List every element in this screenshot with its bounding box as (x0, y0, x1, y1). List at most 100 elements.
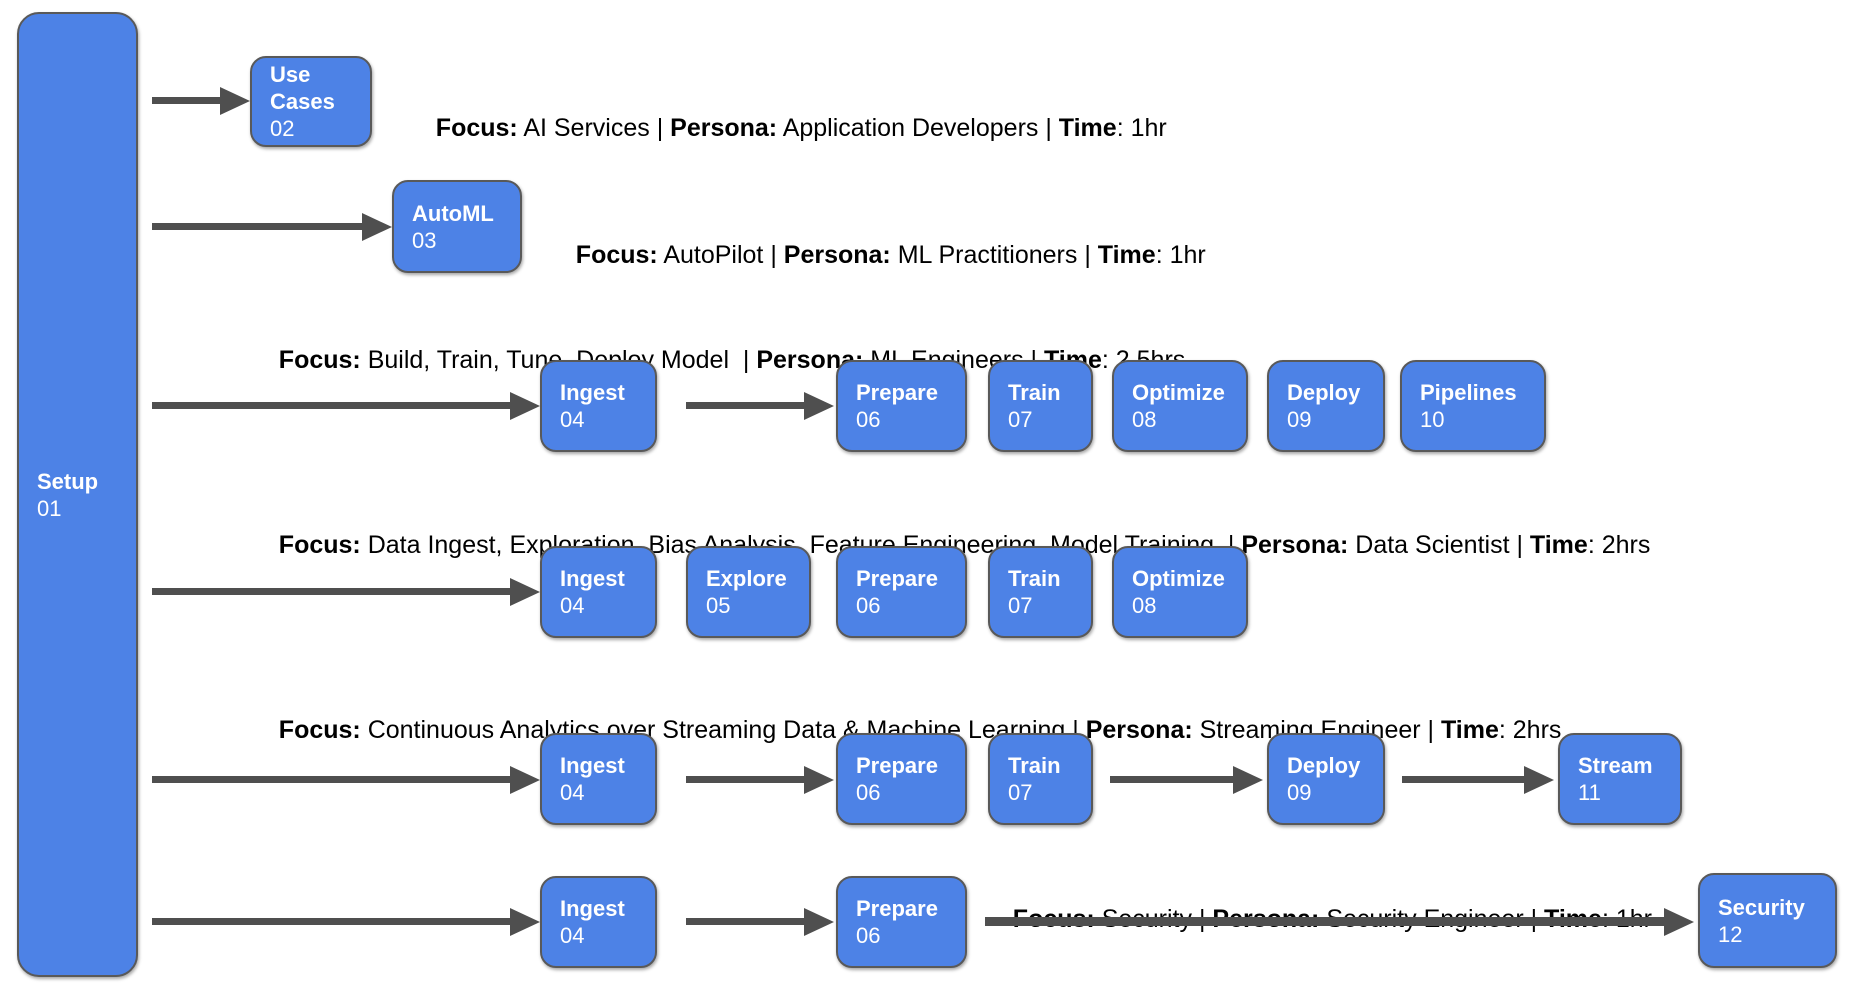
node-title: Explore (706, 566, 787, 591)
arrow-setup-to-r4-ingest (152, 588, 510, 595)
node-number: 05 (706, 593, 731, 618)
node-title: Optimize (1132, 566, 1225, 591)
node-number: 04 (560, 923, 585, 948)
node-r5-stream: Stream 11 (1558, 733, 1682, 825)
arrow-setup-to-r5-ingest (152, 776, 510, 783)
node-number: 08 (1132, 407, 1157, 432)
node-r5-train: Train 07 (988, 733, 1093, 825)
time-label: Time (1097, 241, 1156, 269)
node-number: 09 (1287, 407, 1312, 432)
persona-value: Data Scientist | (1348, 531, 1530, 559)
node-title: Deploy (1287, 753, 1361, 778)
arrow-setup-to-r3-ingest (152, 402, 510, 409)
node-setup: Setup 01 (17, 12, 138, 977)
node-number: 01 (37, 495, 62, 521)
node-r6-security: Security 12 (1698, 873, 1837, 968)
node-title: Train (1008, 380, 1061, 405)
node-number: 04 (560, 407, 585, 432)
node-number: 11 (1578, 780, 1601, 805)
node-r5-prepare: Prepare 06 (836, 733, 967, 825)
node-r4-train: Train 07 (988, 546, 1093, 638)
heading-use-cases: Focus: AI Services | Persona: Applicatio… (408, 83, 1167, 173)
arrow-r5-deploy-to-stream (1402, 776, 1524, 783)
node-r5-ingest: Ingest 04 (540, 733, 657, 825)
heading-automl: Focus: AutoPilot | Persona: ML Practitio… (548, 210, 1206, 300)
focus-label: Focus: (278, 531, 361, 559)
focus-label: Focus: (278, 346, 361, 374)
node-title: Ingest (560, 380, 625, 405)
node-number: 06 (856, 780, 881, 805)
persona-value: Application Developers | (777, 114, 1059, 142)
focus-value: AI Services | (517, 114, 671, 142)
time-label: Time (1529, 531, 1588, 559)
node-r4-ingest: Ingest 04 (540, 546, 657, 638)
node-r3-train: Train 07 (988, 360, 1093, 452)
node-number: 06 (856, 923, 881, 948)
node-number: 03 (412, 227, 437, 253)
node-title: Pipelines (1420, 380, 1517, 405)
arrow-r3-ingest-to-prepare (686, 402, 804, 409)
node-title: AutoML (412, 200, 494, 226)
persona-label: Persona: (1241, 531, 1349, 559)
node-automl: AutoML 03 (392, 180, 522, 273)
time-label: Time (1058, 114, 1117, 142)
node-r5-deploy: Deploy 09 (1267, 733, 1385, 825)
node-title: Ingest (560, 896, 625, 921)
node-title: Security (1718, 894, 1805, 920)
node-number: 02 (270, 116, 295, 141)
node-title: Prepare (856, 566, 938, 591)
node-r6-ingest: Ingest 04 (540, 876, 657, 968)
time-value: : 2hrs (1498, 716, 1562, 744)
node-title: Prepare (856, 753, 938, 778)
node-title: Prepare (856, 380, 938, 405)
node-number: 12 (1718, 921, 1743, 947)
arrow-r6-ingest-to-prepare (686, 918, 804, 925)
time-value: : 2hrs (1587, 531, 1651, 559)
arrow-setup-to-r6-ingest (152, 918, 510, 925)
time-label: Time (1440, 716, 1499, 744)
node-number: 08 (1132, 593, 1157, 618)
persona-label: Persona: (1085, 716, 1193, 744)
arrow-setup-to-use-cases (152, 97, 220, 104)
persona-label: Persona: (670, 114, 778, 142)
arrow-r5-train-to-deploy (1110, 776, 1233, 783)
node-title: Use Cases (270, 62, 335, 114)
arrow-setup-to-automl (152, 223, 362, 230)
node-number: 07 (1008, 780, 1033, 805)
node-title: Train (1008, 753, 1061, 778)
node-r4-optimize: Optimize 08 (1112, 546, 1248, 638)
persona-label: Persona: (783, 241, 891, 269)
node-r6-prepare: Prepare 06 (836, 876, 967, 968)
focus-label: Focus: (575, 241, 658, 269)
persona-value: ML Practitioners | (890, 241, 1098, 269)
node-r3-ingest: Ingest 04 (540, 360, 657, 452)
arrow-r6-prepare-to-security (985, 917, 1664, 926)
arrow-r5-ingest-to-prepare (686, 776, 804, 783)
node-number: 04 (560, 593, 585, 618)
focus-label: Focus: (278, 716, 361, 744)
node-title: Optimize (1132, 380, 1225, 405)
node-title: Train (1008, 566, 1061, 591)
focus-value: Continuous Analytics over Streaming Data… (360, 716, 1086, 744)
time-value: : 1hr (1116, 114, 1167, 142)
node-number: 04 (560, 780, 585, 805)
node-r3-deploy: Deploy 09 (1267, 360, 1385, 452)
node-r4-prepare: Prepare 06 (836, 546, 967, 638)
node-title: Prepare (856, 896, 938, 921)
node-title: Setup (37, 468, 99, 494)
node-number: 06 (856, 407, 881, 432)
node-title: Stream (1578, 753, 1653, 778)
node-r3-prepare: Prepare 06 (836, 360, 967, 452)
node-number: 06 (856, 593, 881, 618)
node-number: 07 (1008, 407, 1033, 432)
node-r3-optimize: Optimize 08 (1112, 360, 1248, 452)
node-r3-pipelines: Pipelines 10 (1400, 360, 1546, 452)
focus-value: AutoPilot | (657, 241, 784, 269)
time-value: : 1hr (1155, 241, 1206, 269)
focus-label: Focus: (435, 114, 518, 142)
node-number: 07 (1008, 593, 1033, 618)
node-title: Ingest (560, 566, 625, 591)
node-number: 09 (1287, 780, 1312, 805)
node-title: Deploy (1287, 380, 1361, 405)
